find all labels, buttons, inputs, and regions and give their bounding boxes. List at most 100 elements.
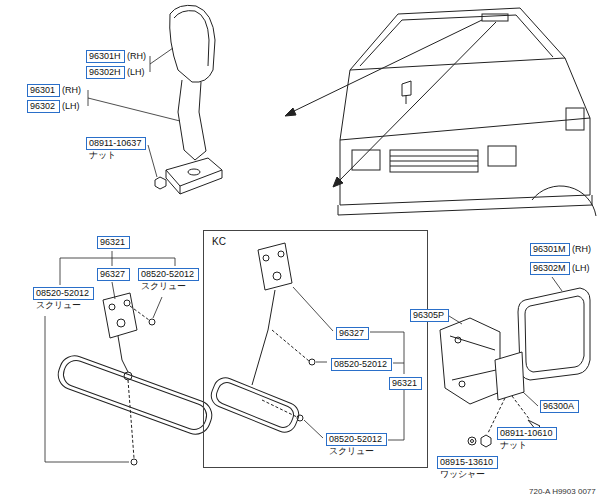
inner-mirror <box>117 319 125 327</box>
inner-mirror <box>149 319 155 325</box>
door-mirror <box>525 296 584 372</box>
part-number-box: 96302M <box>530 262 570 275</box>
leader-line <box>112 282 115 299</box>
part-number: 08520-52012 <box>329 434 382 445</box>
part-number: 08911-10610 <box>500 428 552 439</box>
inner-mirror <box>131 459 137 465</box>
car-drawing <box>390 150 478 172</box>
kc-inner-mirror <box>278 251 284 257</box>
annotation-label: (RH) <box>571 244 592 255</box>
door-mirror <box>440 288 590 447</box>
car-drawing <box>340 118 590 205</box>
car-drawing <box>360 15 553 66</box>
inner-mirror <box>109 304 115 310</box>
part-number: 96327 <box>339 328 364 339</box>
fender-mirror <box>166 158 222 186</box>
leader-line <box>293 287 333 331</box>
part-number-box: 96321 <box>97 236 130 249</box>
leader-line <box>153 297 162 318</box>
annotation-label: (RH) <box>126 51 147 62</box>
part-number-box: 96327 <box>336 327 369 340</box>
leader-line <box>316 362 327 363</box>
part-number: 96305P <box>413 310 444 321</box>
inner-mirror <box>54 352 216 439</box>
annotation-label: (LH) <box>571 263 591 274</box>
car-drawing <box>532 186 596 216</box>
part-number: 96301H <box>89 51 121 62</box>
part-number: 96321 <box>100 237 125 248</box>
part-number-box: 96321 <box>389 377 422 390</box>
leader-line <box>88 90 180 121</box>
part-number: 96302H <box>89 67 121 78</box>
inner-mirror <box>54 293 216 465</box>
part-number-box: 96301 <box>27 84 60 97</box>
car-drawing <box>566 108 584 130</box>
annotation-label: ワッシャー <box>439 469 486 480</box>
annotation-label: ナット <box>499 440 528 451</box>
door-mirror <box>481 435 491 447</box>
door-mirror <box>459 381 465 387</box>
fender-mirror <box>178 80 206 160</box>
part-number-box: 96301M <box>530 243 570 256</box>
leader-line <box>293 287 404 440</box>
leader-line <box>148 145 157 177</box>
inner-mirror <box>103 293 137 338</box>
variant-region: KC9632708520-520129632108520-52012 <box>203 230 428 468</box>
kc-inner-mirror <box>258 243 292 290</box>
leader-line <box>523 392 538 406</box>
kc-inner-mirror <box>252 290 275 385</box>
fender-mirror <box>180 186 181 194</box>
part-number-box: 96327 <box>97 268 130 281</box>
part-number-box: 08911-10637 <box>86 137 146 150</box>
part-number-box: 96300A <box>540 400 579 413</box>
leader-line <box>449 277 562 406</box>
part-number-box: 96302H <box>86 66 125 79</box>
leader-line <box>88 48 180 177</box>
view-arrow <box>285 20 496 187</box>
kc-inner-mirror <box>273 272 281 280</box>
kc-inner-mirror <box>214 380 296 430</box>
inner-mirror <box>124 300 130 306</box>
part-number-box: 08520-52012 <box>138 268 199 281</box>
part-number-box: 08520-52012 <box>326 433 387 446</box>
car-drawing <box>338 8 596 216</box>
inner-mirror <box>54 352 216 439</box>
door-mirror <box>518 288 590 380</box>
door-mirror <box>471 440 474 443</box>
kc-inner-mirror <box>208 374 303 436</box>
door-mirror <box>495 352 524 400</box>
annotation-label: (LH) <box>61 101 81 112</box>
part-number: 96321 <box>392 378 417 389</box>
inner-mirror <box>60 357 210 433</box>
fender-mirror <box>174 11 209 66</box>
leader-line <box>45 316 129 462</box>
part-number: 96302 <box>30 101 55 112</box>
part-number: 96302M <box>533 263 566 274</box>
fender-mirror <box>155 5 222 194</box>
car-drawing <box>402 81 411 96</box>
car-drawing <box>488 146 516 166</box>
part-number-box: 96302 <box>27 100 60 113</box>
part-number-box: 96305P <box>410 309 449 322</box>
fender-mirror <box>166 170 222 194</box>
part-number-box: 08911-10610 <box>497 427 557 440</box>
annotation-label: (LH) <box>126 67 146 78</box>
annotation-label: 720-A H9903 0077 <box>528 487 597 497</box>
fender-mirror <box>155 177 166 189</box>
kc-inner-mirror <box>309 359 315 365</box>
car-drawing <box>338 195 592 215</box>
part-number: 96301M <box>533 244 566 255</box>
annotation-label: ナット <box>88 150 117 161</box>
part-number: 08520-52012 <box>141 269 194 280</box>
view-arrow <box>285 108 296 116</box>
part-number-box: 08915-13610 <box>437 456 498 469</box>
kc-inner-mirror <box>262 330 309 417</box>
inner-mirror <box>128 306 149 458</box>
car-drawing <box>482 14 508 21</box>
part-number-box: 08520-52012 <box>33 287 94 300</box>
leader-line <box>552 277 562 291</box>
part-number: 96300A <box>543 401 574 412</box>
kc-inner-mirror <box>263 255 269 261</box>
view-arrow <box>333 177 343 187</box>
